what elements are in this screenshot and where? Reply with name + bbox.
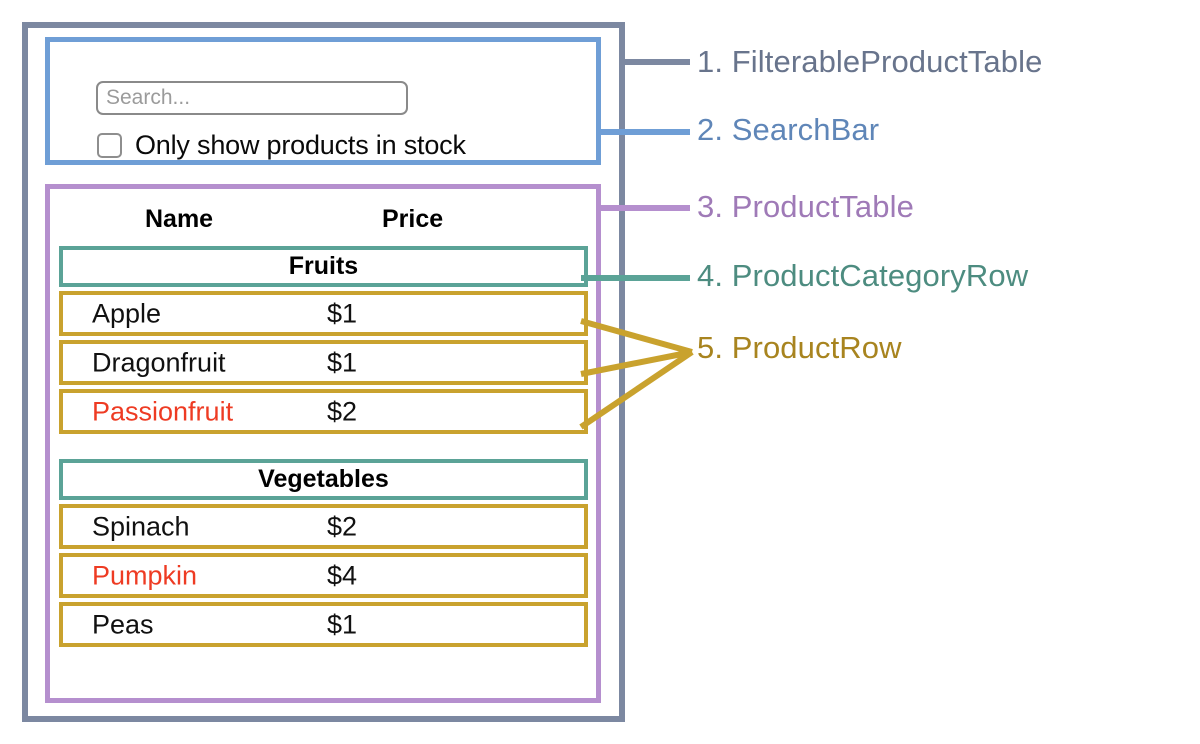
product-price: $2 <box>327 511 358 541</box>
product-category-label: Fruits <box>288 252 359 280</box>
annotation-product-row: 5. ProductRow <box>697 330 902 365</box>
product-name: Spinach <box>92 511 190 541</box>
product-row: Peas $1 <box>59 602 588 647</box>
product-name: Peas <box>92 609 154 639</box>
search-input[interactable] <box>96 81 408 115</box>
column-header-price: Price <box>382 204 444 233</box>
product-row: Dragonfruit $1 <box>59 340 588 385</box>
product-category-row: Fruits <box>59 246 588 287</box>
search-bar: Only show products in stock <box>45 37 601 165</box>
product-price: $2 <box>327 396 358 426</box>
product-price: $1 <box>327 347 358 377</box>
in-stock-checkbox[interactable] <box>97 133 122 158</box>
product-price: $4 <box>327 560 358 590</box>
product-row: Pumpkin $4 <box>59 553 588 598</box>
in-stock-checkbox-label: Only show products in stock <box>135 130 466 160</box>
annotation-product-category-row: 4. ProductCategoryRow <box>697 258 1029 293</box>
column-header-name: Name <box>145 204 214 233</box>
product-category-label: Vegetables <box>258 465 389 493</box>
product-row: Apple $1 <box>59 291 588 336</box>
annotation-filterable-product-table: 1. FilterableProductTable <box>697 44 1043 79</box>
product-category-row: Vegetables <box>59 459 588 500</box>
product-name: Apple <box>92 298 162 328</box>
in-stock-filter-row[interactable]: Only show products in stock <box>97 130 466 161</box>
product-name: Pumpkin <box>92 560 198 590</box>
product-name: Dragonfruit <box>92 347 226 377</box>
product-table-header-row: Name Price <box>50 197 596 241</box>
annotation-product-table: 3. ProductTable <box>697 189 914 224</box>
product-price: $1 <box>327 298 358 328</box>
annotation-search-bar: 2. SearchBar <box>697 112 880 147</box>
product-price: $1 <box>327 609 358 639</box>
group-spacer <box>59 438 588 459</box>
product-name: Passionfruit <box>92 396 234 426</box>
search-input-wrapper <box>96 81 408 115</box>
product-row: Passionfruit $2 <box>59 389 588 434</box>
product-row: Spinach $2 <box>59 504 588 549</box>
